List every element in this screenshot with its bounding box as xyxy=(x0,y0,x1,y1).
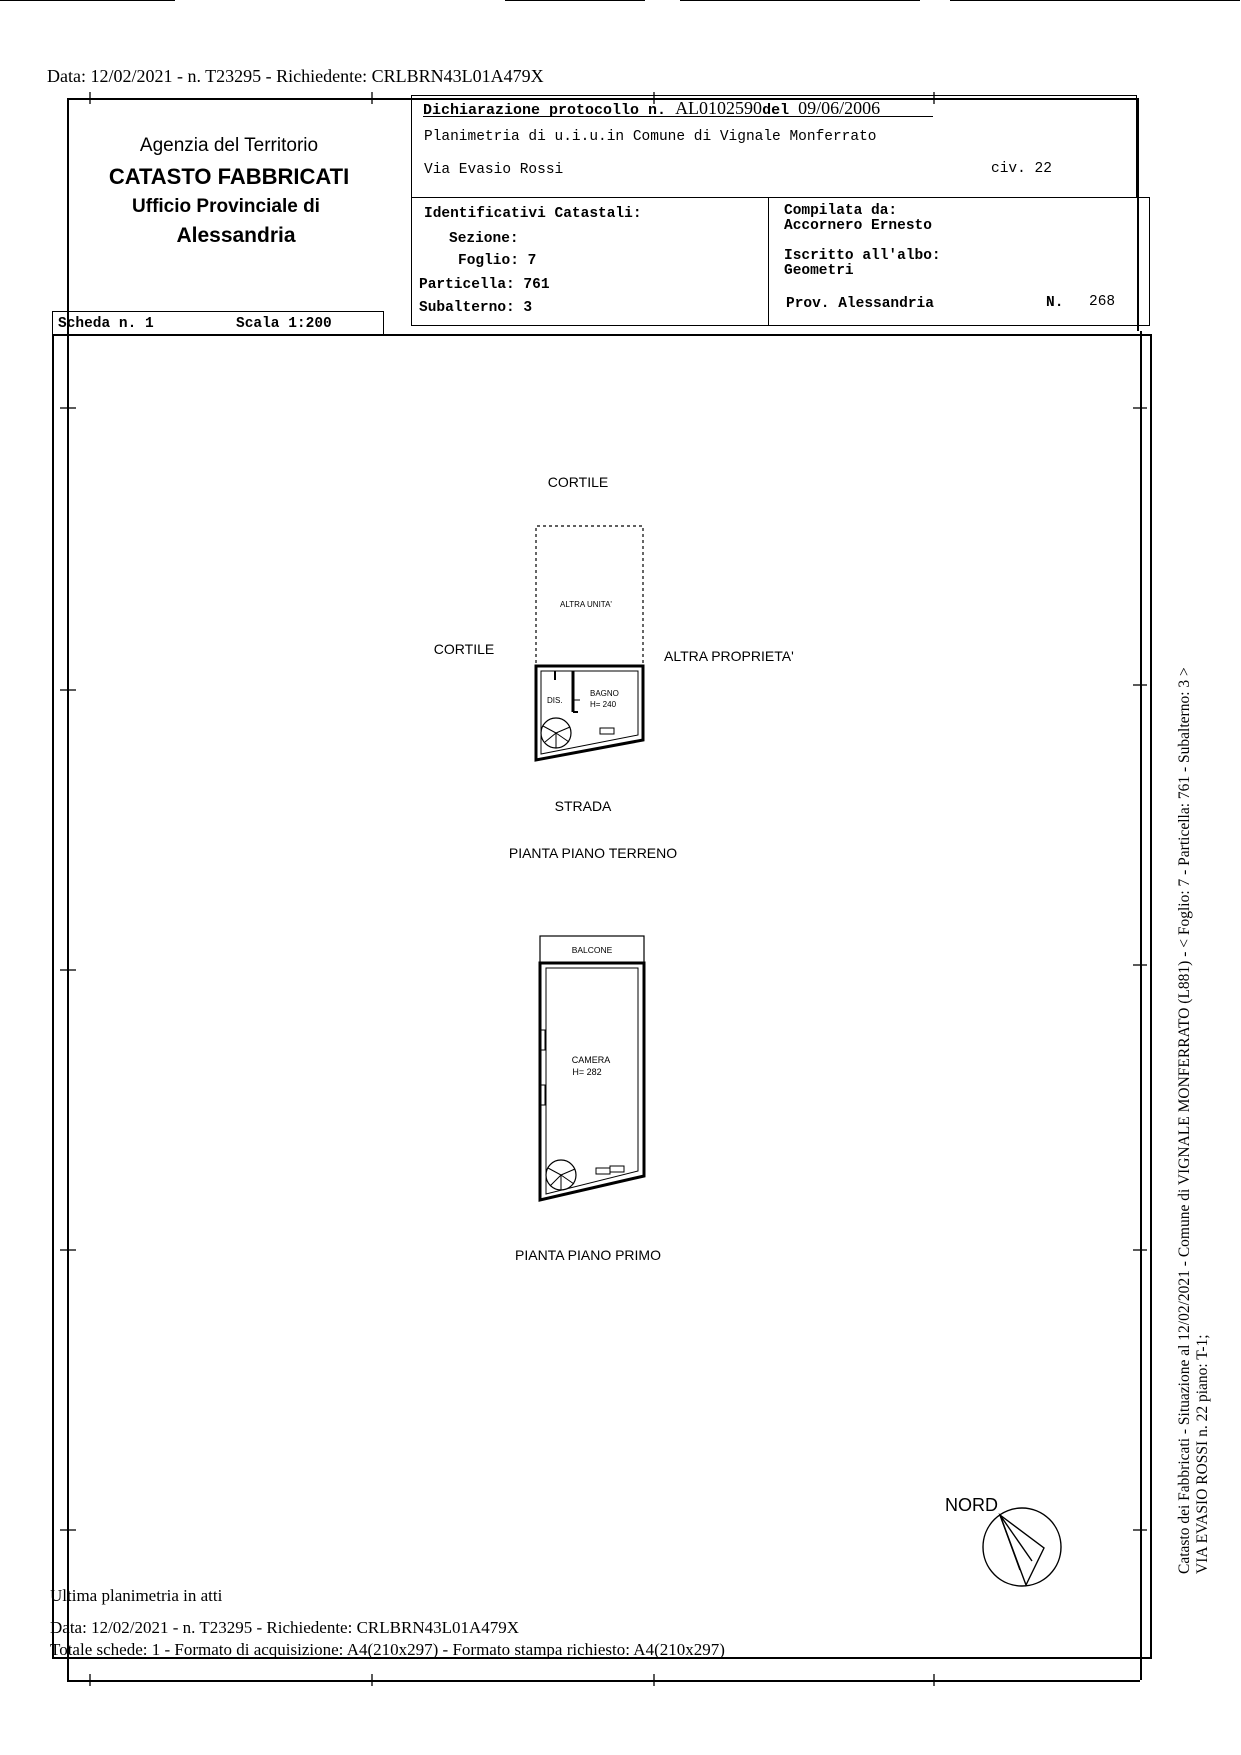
iscritto-label: Iscritto all'albo: xyxy=(784,248,941,264)
ground-floor-title: PIANTA PIANO TERRENO xyxy=(508,845,678,861)
compilata-label: Compilata da: xyxy=(784,203,898,219)
side-info-line2: VIA EVASIO ROSSI n. 22 piano: T-1; xyxy=(1194,1334,1211,1574)
label-camera: CAMERA xyxy=(571,1055,611,1065)
inner-frame-line xyxy=(1140,331,1142,1680)
planimetria-line: Planimetria di u.i.u.in Comune di Vignal… xyxy=(424,129,877,145)
label-strada: STRADA xyxy=(554,798,612,814)
address-civ: civ. 22 xyxy=(991,161,1052,177)
frame-line xyxy=(1137,98,1139,331)
protocol-underline xyxy=(423,116,933,117)
scan-mark xyxy=(505,0,645,1)
label-altra-proprieta: ALTRA PROPRIETA' xyxy=(664,648,794,664)
scan-mark xyxy=(950,0,1240,1)
scan-mark xyxy=(0,0,175,1)
footer-totale: Totale schede: 1 - Formato di acquisizio… xyxy=(50,1640,725,1659)
foglio-value: Foglio: 7 xyxy=(458,253,537,269)
label-bagno: BAGNO xyxy=(590,689,619,698)
bottom-line xyxy=(67,1680,1140,1682)
protocol-number: AL0102590 xyxy=(675,98,763,118)
label-bagno-height: H= 240 xyxy=(590,700,617,709)
label-altra-unita: ALTRA UNITA' xyxy=(560,600,612,609)
compiler-box xyxy=(768,197,1150,326)
protocol-date: 09/06/2006 xyxy=(798,98,881,118)
ufficio-label: Ufficio Provinciale di xyxy=(132,196,320,217)
north-arrow-icon xyxy=(982,1507,1062,1587)
side-info-line1: Catasto dei Fabbricati - Situazione al 1… xyxy=(1176,667,1193,1574)
address-street: Via Evasio Rossi xyxy=(424,162,564,178)
identifiers-title: Identificativi Catastali: xyxy=(424,206,642,222)
north-label: NORD xyxy=(945,1495,998,1515)
protocol-del: del xyxy=(762,102,790,119)
footer-ultima: Ultima planimetria in atti xyxy=(50,1586,223,1605)
first-floor-unit xyxy=(538,935,646,1202)
label-camera-height: H= 282 xyxy=(572,1067,602,1077)
province-label: Prov. Alessandria xyxy=(786,296,934,312)
sezione-label: Sezione: xyxy=(449,231,519,247)
footer-request-info: Data: 12/02/2021 - n. T23295 - Richieden… xyxy=(50,1618,520,1637)
label-cortile-left: CORTILE xyxy=(433,641,495,657)
ground-floor-unit xyxy=(534,664,645,762)
scan-mark xyxy=(680,0,920,1)
frame-line xyxy=(67,98,1137,100)
label-dis: DIS. xyxy=(547,696,563,705)
label-balcone: BALCONE xyxy=(571,945,613,955)
compiler-name: Accornero Ernesto xyxy=(784,218,932,234)
scheda-number: Scheda n. 1 xyxy=(58,316,154,332)
subalterno-value: Subalterno: 3 xyxy=(419,300,533,316)
protocol-line: Dichiarazione protocollo n. AL0102590del… xyxy=(423,99,880,118)
altra-unita-zone xyxy=(535,525,644,663)
agency-name: Agenzia del Territorio xyxy=(139,135,319,156)
albo-n-value: 268 xyxy=(1089,294,1116,310)
label-cortile-top: CORTILE xyxy=(547,474,609,490)
first-floor-title: PIANTA PIANO PRIMO xyxy=(515,1247,661,1263)
inner-frame-line xyxy=(67,310,69,1680)
albo-name: Geometri xyxy=(784,263,854,279)
catasto-title: CATASTO FABBRICATI xyxy=(108,164,350,189)
scale-label: Scala 1:200 xyxy=(236,316,332,332)
frame-line xyxy=(67,98,69,310)
particella-value: Particella: 761 xyxy=(419,277,550,293)
province-name: Alessandria xyxy=(176,224,296,247)
request-info: Data: 12/02/2021 - n. T23295 - Richieden… xyxy=(47,66,544,86)
drawing-frame xyxy=(52,334,1152,1659)
albo-n-label: N. xyxy=(1046,295,1064,311)
protocol-label: Dichiarazione protocollo n. xyxy=(423,102,667,119)
